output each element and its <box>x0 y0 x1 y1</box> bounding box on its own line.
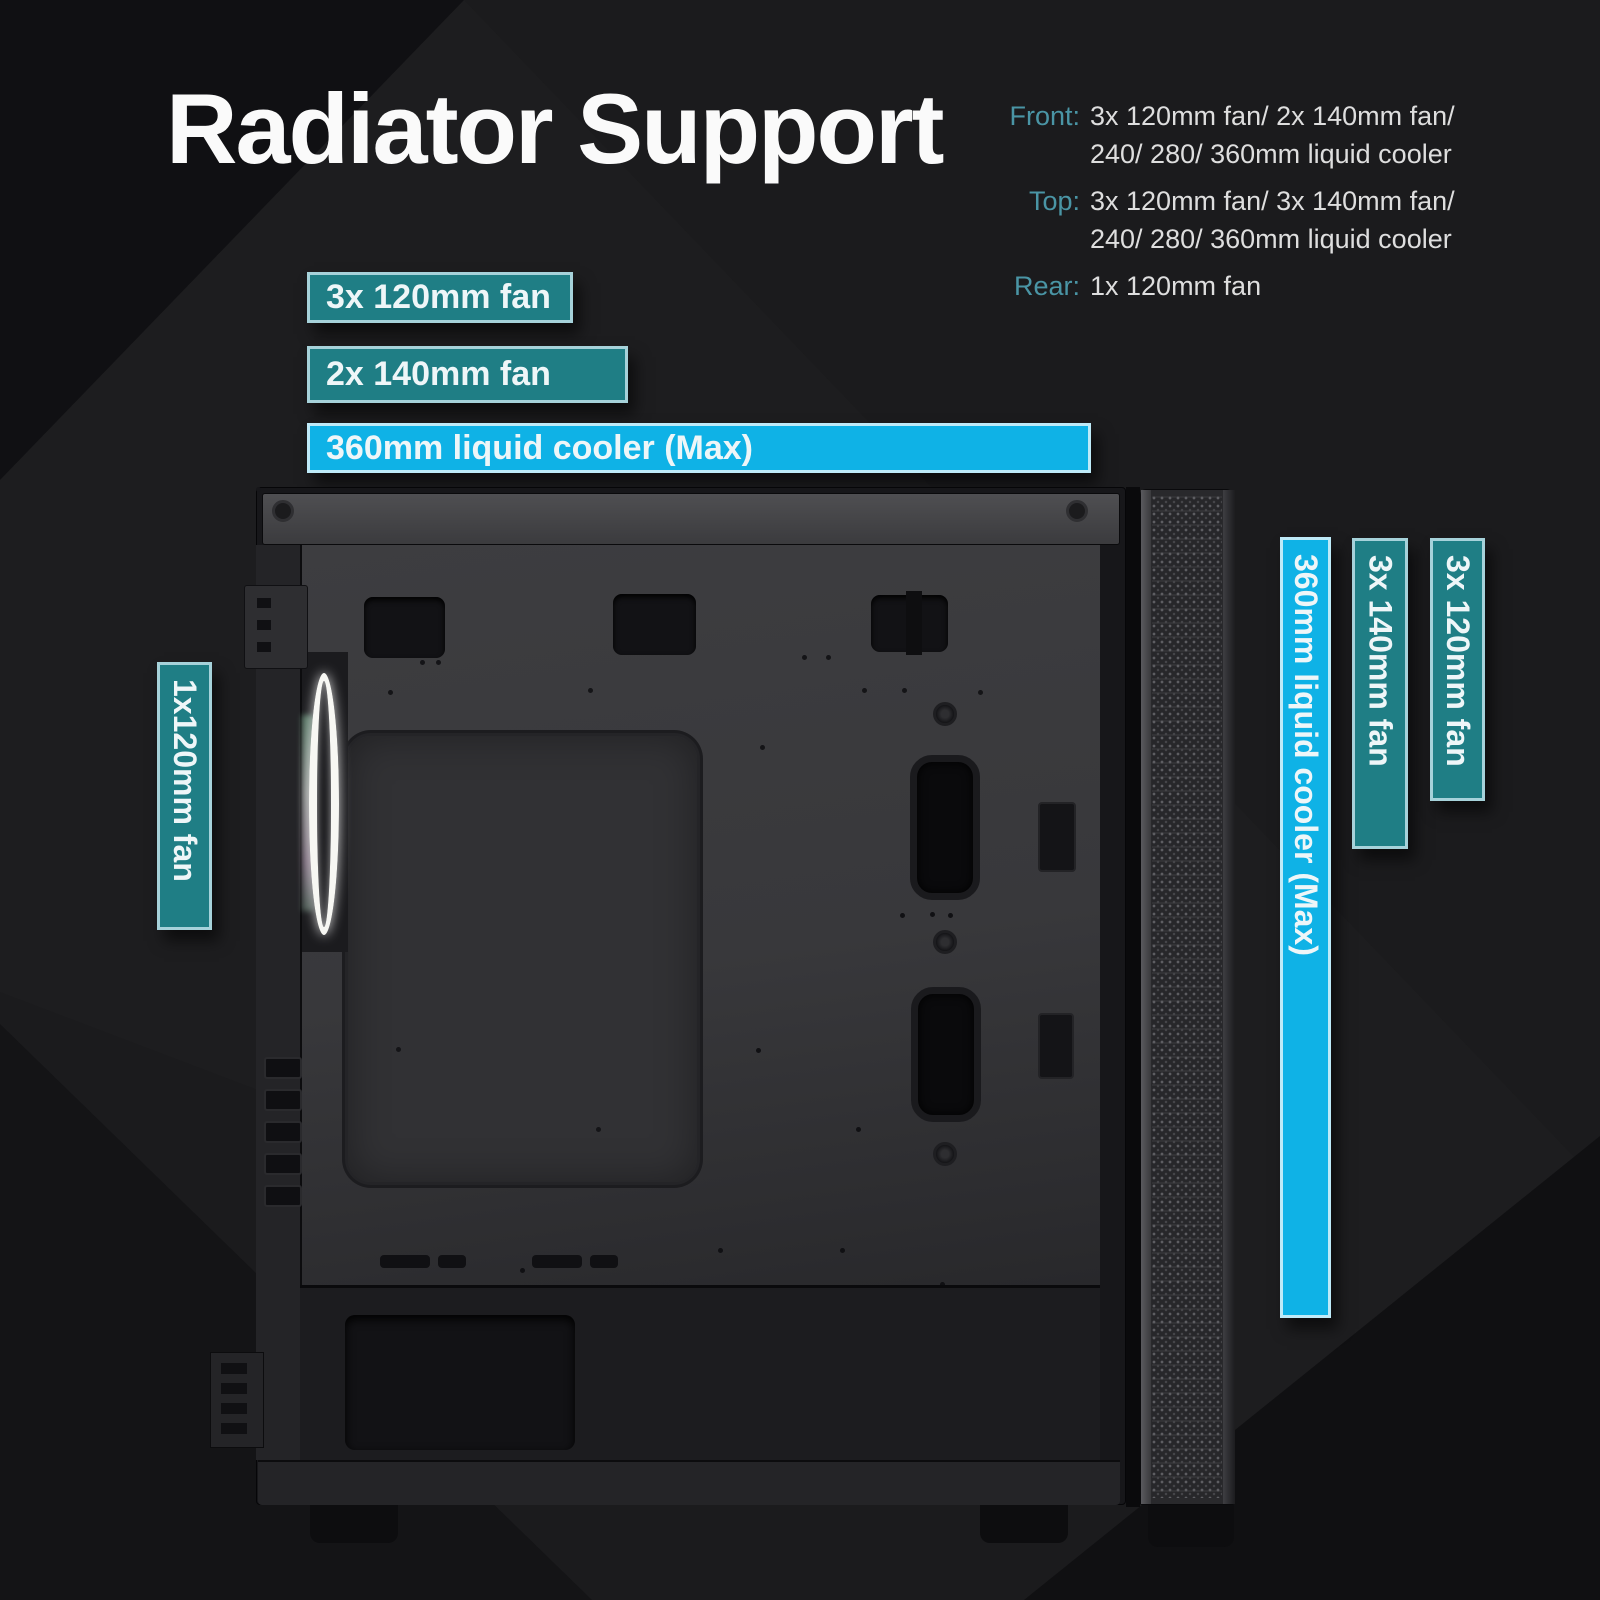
screw-icon <box>272 500 294 522</box>
rear-bar-1x120mm-fan: 1x120mm fan <box>157 662 212 930</box>
psu-shroud-vent <box>345 1315 575 1450</box>
top-bar-2x140mm-fan: 2x 140mm fan <box>307 346 628 403</box>
case-top-frame <box>262 493 1120 545</box>
spec-value-rear-line1: 1x 120mm fan <box>1090 271 1262 301</box>
rear-fan-led-ring <box>309 673 339 935</box>
spec-value-top: 3x 120mm fan/ 3x 140mm fan/ 240/ 280/ 36… <box>1090 182 1455 258</box>
spec-label-rear: Rear: <box>1013 271 1080 301</box>
front-bar-3x140mm-fan: 3x 140mm fan <box>1352 538 1408 849</box>
cable-cutout <box>613 594 696 655</box>
front-bar-3x120mm-fan: 3x 120mm fan <box>1430 538 1485 801</box>
spec-row-front: Front: 3x 120mm fan/ 2x 140mm fan/ 240/ … <box>1002 97 1455 173</box>
panel-gap <box>1126 487 1140 1507</box>
spec-row-top: Top: 3x 120mm fan/ 3x 140mm fan/ 240/ 28… <box>1002 182 1455 258</box>
spec-label-front: Front: <box>1009 101 1080 131</box>
spec-value-top-line1: 3x 120mm fan/ 3x 140mm fan/ <box>1090 186 1455 216</box>
case-foot <box>980 1505 1068 1543</box>
io-bracket <box>244 585 308 669</box>
thumbscrew-icon <box>933 930 957 954</box>
mesh-right-rail <box>1223 490 1235 1504</box>
bracket-clip <box>1038 802 1076 872</box>
mesh-texture <box>1152 496 1222 1498</box>
case-bottom-frame <box>258 1460 1120 1505</box>
cable-grommet <box>911 987 981 1122</box>
spec-value-front: 3x 120mm fan/ 2x 140mm fan/ 240/ 280/ 36… <box>1090 97 1455 173</box>
cable-cutout-tab <box>906 591 922 655</box>
spec-label-top: Top: <box>1028 186 1080 216</box>
case-rear-panel <box>256 545 302 1460</box>
radiator-spec-list: Front: 3x 120mm fan/ 2x 140mm fan/ 240/ … <box>1002 97 1455 314</box>
thumbscrew-icon <box>933 1142 957 1166</box>
bracket-clip <box>1038 1013 1074 1079</box>
case-foot <box>1148 1505 1234 1547</box>
mesh-left-rail <box>1141 490 1151 1504</box>
spec-value-front-line1: 3x 120mm fan/ 2x 140mm fan/ <box>1090 101 1455 131</box>
screw-icon <box>1066 500 1088 522</box>
standoff-holes <box>256 487 261 492</box>
top-bar-3x120mm-fan: 3x 120mm fan <box>307 272 573 323</box>
spec-value-rear: 1x 120mm fan <box>1090 267 1261 305</box>
cpu-cooler-cutout-panel <box>345 733 700 1185</box>
vent-slot <box>532 1255 582 1268</box>
spec-value-top-line2: 240/ 280/ 360mm liquid cooler <box>1090 224 1452 254</box>
cable-grommet <box>910 755 980 900</box>
case-foot <box>310 1505 398 1543</box>
vent-slot <box>380 1255 430 1268</box>
spec-row-rear: Rear: 1x 120mm fan <box>1002 267 1455 305</box>
pci-slot-covers <box>264 1057 306 1227</box>
page-title: Radiator Support <box>166 73 944 184</box>
expansion-bracket <box>210 1352 264 1448</box>
vent-slot <box>438 1255 466 1268</box>
front-mesh-panel <box>1140 489 1235 1505</box>
spec-value-front-line2: 240/ 280/ 360mm liquid cooler <box>1090 139 1452 169</box>
cable-cutout <box>364 597 445 658</box>
pc-case-illustration <box>210 487 1236 1549</box>
thumbscrew-icon <box>933 702 957 726</box>
vent-slot <box>590 1255 618 1268</box>
top-bar-360mm-liquid-cooler: 360mm liquid cooler (Max) <box>307 423 1091 473</box>
front-bar-360mm-liquid-cooler: 360mm liquid cooler (Max) <box>1280 537 1331 1318</box>
